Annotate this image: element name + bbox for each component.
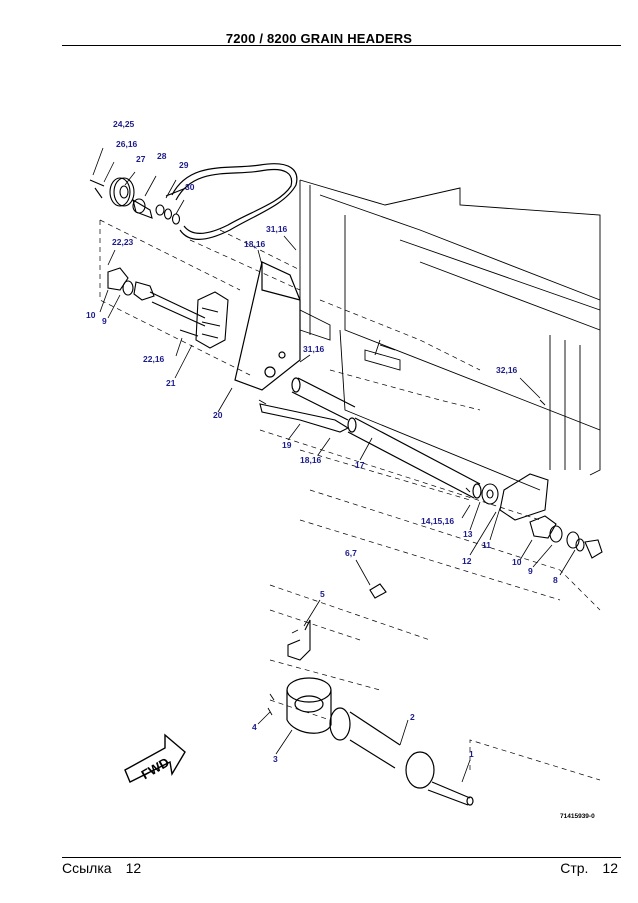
- callout-14-15-16: 14,15,16: [421, 516, 454, 526]
- bracket-21: [179, 291, 229, 349]
- drum-3: [286, 677, 332, 734]
- page-label: Стр.: [560, 860, 589, 876]
- callout-12: 12: [462, 556, 472, 566]
- callout-6-7: 6,7: [345, 548, 357, 558]
- callout-27: 27: [136, 154, 146, 164]
- callout-13: 13: [463, 529, 473, 539]
- callout-21: 21: [166, 378, 176, 388]
- callout-24-25: 24,25: [113, 119, 135, 129]
- left-bearing: [107, 267, 206, 327]
- callout-22-23: 22,23: [112, 237, 134, 247]
- callout-1: 1: [469, 749, 474, 759]
- callout-28: 28: [157, 151, 167, 161]
- callout-2: 2: [410, 712, 415, 722]
- callout-19: 19: [282, 440, 292, 450]
- callout-5: 5: [320, 589, 325, 599]
- callout-31-16-b: 31,16: [303, 344, 325, 354]
- pulley-assembly: [89, 177, 187, 225]
- bracket-5: [287, 583, 387, 661]
- link-19: [259, 403, 350, 433]
- page-title: 7200 / 8200 GRAIN HEADERS: [225, 31, 413, 46]
- callout-18-16: 18,16: [244, 239, 266, 249]
- reference-label: Ссылка: [62, 860, 112, 876]
- callout-8: 8: [553, 575, 558, 585]
- callouts: 24,25 26,16 27 28 29 30 22,23 31,16 18,1…: [86, 119, 558, 764]
- header-frame: [299, 179, 601, 491]
- header-rule: [62, 45, 621, 46]
- fwd-arrow-icon: FWD: [124, 733, 186, 783]
- footer-rule: [62, 857, 621, 858]
- callout-31-16: 31,16: [266, 224, 288, 234]
- callout-18-16-b: 18,16: [300, 455, 322, 465]
- callout-20: 20: [213, 410, 223, 420]
- callout-30: 30: [185, 182, 195, 192]
- figure-id: 71415939-0: [560, 813, 595, 820]
- callout-9-left: 9: [102, 316, 107, 326]
- callout-26-16: 26,16: [116, 139, 138, 149]
- footer-reference: Ссылка 12: [62, 860, 155, 876]
- page-number: 12: [602, 860, 618, 876]
- footer-page: Стр. 12: [560, 860, 618, 876]
- housing-20: [234, 261, 301, 391]
- callout-10-left: 10: [86, 310, 96, 320]
- drive-belt: [171, 163, 298, 240]
- callout-4: 4: [252, 722, 257, 732]
- callout-11: 11: [482, 540, 491, 550]
- right-bearing-assembly: [481, 473, 603, 559]
- callout-22-16: 22,16: [143, 354, 165, 364]
- callout-32-16: 32,16: [496, 365, 518, 375]
- callout-10-right: 10: [512, 557, 522, 567]
- callout-3: 3: [273, 754, 278, 764]
- tube-17: [291, 377, 482, 499]
- reference-number: 12: [125, 860, 142, 876]
- callout-29: 29: [179, 160, 189, 170]
- callout-17: 17: [355, 460, 365, 470]
- callout-9-right: 9: [528, 566, 533, 576]
- driveline: [329, 707, 474, 806]
